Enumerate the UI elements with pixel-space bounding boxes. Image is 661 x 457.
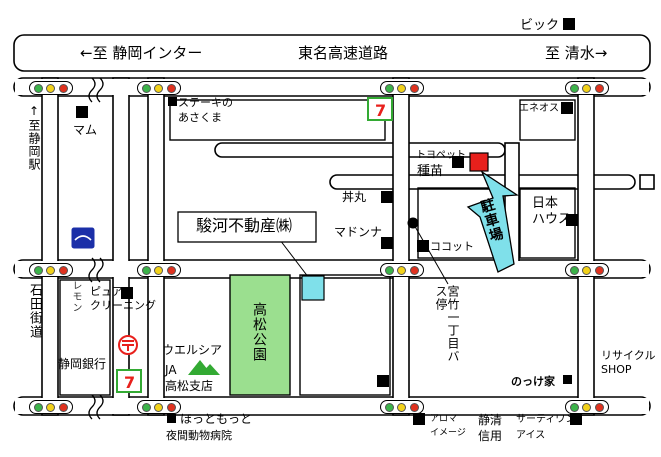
traffic-light-icon bbox=[380, 263, 424, 277]
shop-marker bbox=[377, 375, 389, 387]
label-eneos: エネオス bbox=[519, 103, 559, 114]
company-leader bbox=[279, 239, 313, 283]
shop-marker bbox=[121, 287, 133, 299]
traffic-light-icon bbox=[380, 400, 424, 414]
traffic-light-icon bbox=[137, 81, 181, 95]
shop-marker bbox=[76, 106, 88, 118]
label-notsukeya: のっけ家 bbox=[511, 375, 555, 388]
seven-eleven-icon: 7 bbox=[367, 97, 393, 121]
shop-marker bbox=[381, 237, 393, 249]
shop-marker bbox=[563, 18, 575, 30]
shop-marker bbox=[168, 97, 177, 106]
label-miyatake-bus-stop: 宮竹一丁目バス停 bbox=[434, 285, 460, 363]
label-toyopet: トヨペット bbox=[416, 150, 466, 161]
post-office-icon bbox=[118, 335, 138, 355]
label-steak-asakuma: ステーキの あさくま bbox=[178, 96, 233, 124]
shop-marker bbox=[570, 413, 582, 425]
river-wave-icon bbox=[88, 77, 104, 420]
label-company: 駿河不動産㈱ bbox=[196, 216, 293, 235]
toyopet-marker bbox=[469, 152, 489, 172]
traffic-light-icon bbox=[565, 400, 609, 414]
shop-marker bbox=[563, 375, 572, 384]
bank-logo-icon bbox=[71, 227, 95, 249]
traffic-light-icon bbox=[565, 263, 609, 277]
label-nihon-house: 日本 ハウス bbox=[532, 196, 572, 228]
label-cocot: ココット bbox=[430, 240, 474, 253]
label-welcia: ウエルシア bbox=[162, 343, 223, 357]
label-remon: レモン bbox=[70, 280, 81, 313]
label-ja-branch: JA 高松支店 bbox=[165, 363, 214, 394]
road-v-4 bbox=[392, 77, 410, 416]
seven-eleven-icon: 7 bbox=[116, 369, 142, 393]
label-mam: マム bbox=[73, 123, 98, 137]
label-shizuoka-bank: 静岡銀行 bbox=[58, 357, 107, 371]
parking-arrow-icon bbox=[466, 170, 519, 273]
label-takamatsu-park: 高松公園 bbox=[251, 302, 267, 362]
traffic-light-icon bbox=[565, 81, 609, 95]
company-marker bbox=[301, 275, 325, 301]
label-aroma-image: アロマ イメージ bbox=[430, 414, 466, 439]
label-recycle-shop: リサイクル SHOP bbox=[601, 349, 656, 376]
shop-marker bbox=[452, 156, 464, 168]
traffic-light-icon bbox=[137, 400, 181, 414]
bus-stop-icon bbox=[407, 217, 419, 229]
svg-text:7: 7 bbox=[375, 101, 386, 120]
label-yakan-animal-hospital: 夜間動物病院 bbox=[166, 429, 232, 442]
road-v-2 bbox=[112, 77, 130, 416]
shop-marker bbox=[167, 414, 176, 423]
ja-logo-icon bbox=[188, 360, 220, 375]
svg-text:7: 7 bbox=[124, 373, 135, 392]
traffic-light-icon bbox=[137, 263, 181, 277]
label-to-shizuoka-station: ↑至静岡駅 bbox=[27, 104, 41, 171]
label-ishida-street: 石田街道 bbox=[27, 283, 42, 339]
label-hottomotto: ほっともっと bbox=[180, 412, 253, 426]
label-big: ビック bbox=[520, 18, 560, 33]
bus-leader bbox=[412, 222, 449, 285]
traffic-light-icon bbox=[380, 81, 424, 95]
shop-marker bbox=[381, 191, 393, 203]
label-seisei-shinyo: 静清 信用 bbox=[478, 413, 503, 444]
label-madonna: マドンナ bbox=[334, 225, 383, 239]
expressway-road bbox=[13, 34, 651, 72]
shop-marker bbox=[561, 102, 573, 114]
expressway-left-destination: ←至 静岡インター bbox=[80, 44, 203, 62]
label-donmaru: 丼丸 bbox=[342, 190, 367, 204]
road-stub bbox=[639, 174, 655, 190]
road-v-3 bbox=[147, 77, 165, 416]
label-pure-cleaning: ピュア クリーニング bbox=[90, 285, 156, 312]
road-v-1 bbox=[41, 77, 59, 416]
expressway-right-destination: 至 清水→ bbox=[545, 44, 608, 62]
road-v-6 bbox=[577, 77, 595, 416]
label-thirty-one-ice: サーティワン アイス bbox=[516, 414, 576, 441]
traffic-light-icon bbox=[29, 263, 73, 277]
shop-marker bbox=[413, 413, 425, 425]
traffic-light-icon bbox=[29, 81, 73, 95]
takamatsu-park-area bbox=[229, 274, 291, 396]
expressway-name: 東名高速道路 bbox=[298, 44, 389, 62]
shop-marker bbox=[417, 240, 429, 252]
traffic-light-icon bbox=[29, 400, 73, 414]
label-tanae: 種苗 bbox=[417, 164, 444, 179]
company-label-box bbox=[177, 211, 317, 243]
shop-marker bbox=[566, 214, 578, 226]
